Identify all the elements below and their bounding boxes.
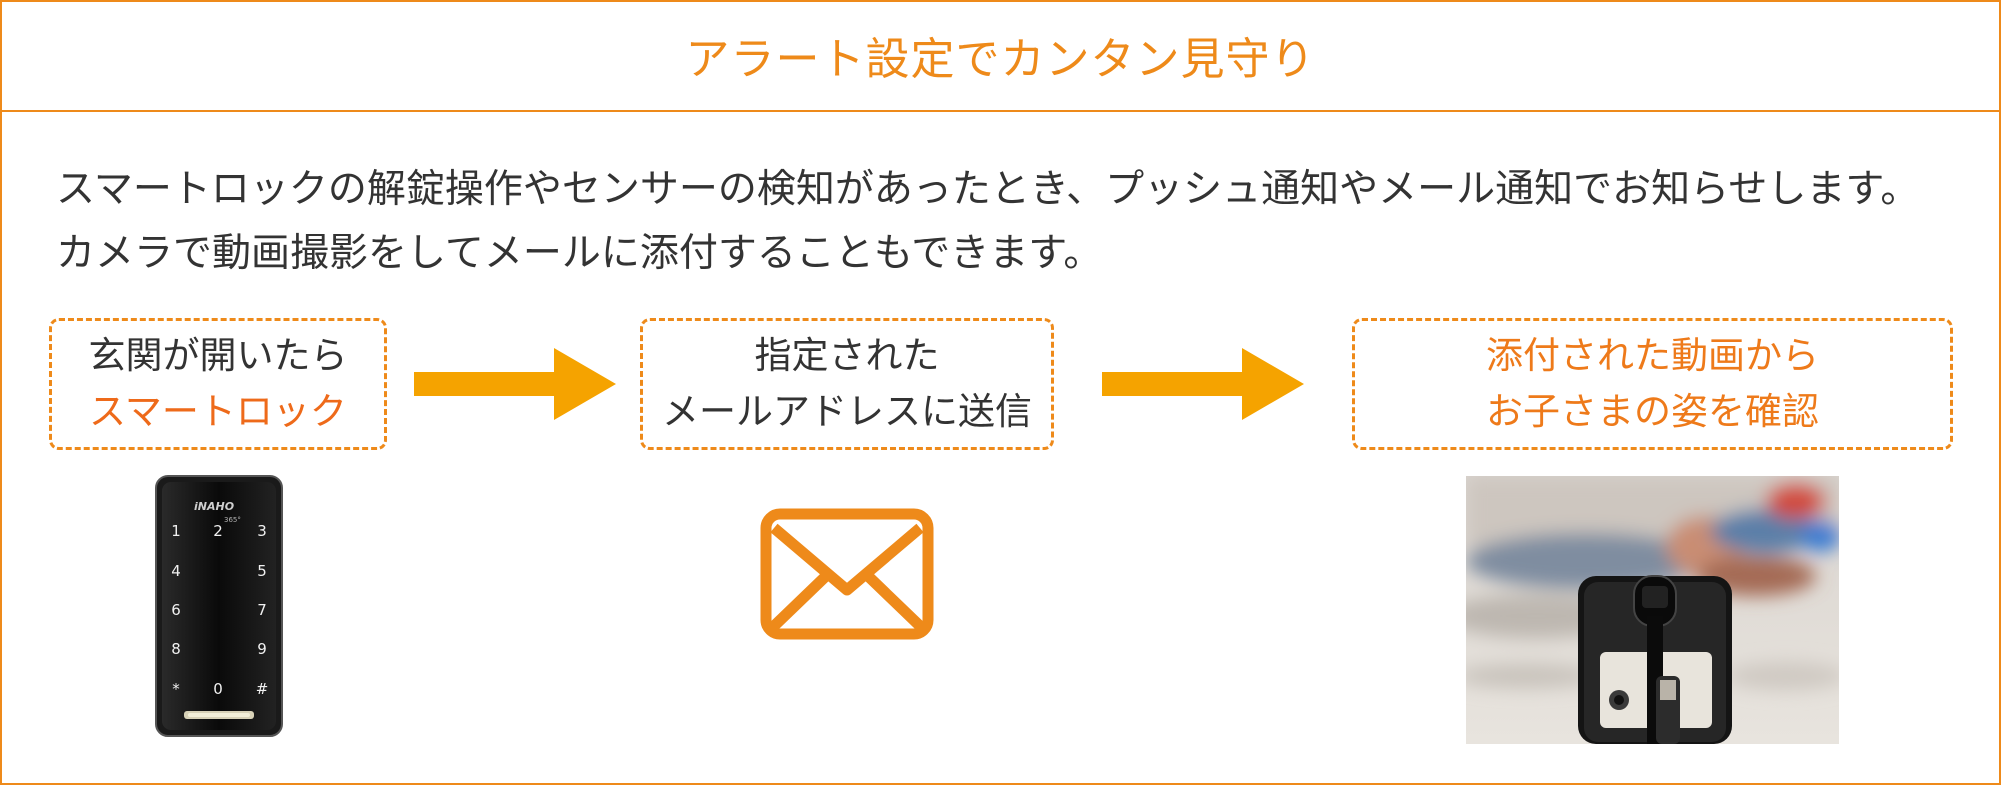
intro-text: スマートロックの解錠操作やセンサーの検知があったとき、プッシュ通知やメール通知で… — [56, 158, 1956, 286]
keypad-key: 8 — [171, 640, 181, 658]
keypad-model: 365° — [224, 516, 241, 524]
keypad-key: * — [172, 680, 180, 698]
keypad-key: # — [256, 680, 269, 698]
step-3-line-1: 添付された動画から — [1486, 334, 1819, 377]
panel-title: アラート設定でカンタン見守り — [685, 34, 1316, 85]
step-check-video: 添付された動画から お子さまの姿を確認 — [1352, 318, 1953, 450]
keypad-key: 4 — [171, 562, 181, 580]
keypad-key: 3 — [257, 522, 267, 540]
step-1-line-2: スマートロック — [89, 390, 347, 433]
envelope-icon — [760, 508, 934, 640]
keypad-key: 0 — [213, 680, 223, 698]
step-send-email: 指定された メールアドレスに送信 — [640, 318, 1054, 450]
right-arrow-icon — [1102, 348, 1304, 420]
camera-photo — [1466, 476, 1839, 744]
keypad-key: 2 — [213, 522, 223, 540]
keypad-key: 5 — [257, 562, 267, 580]
step-door-opened: 玄関が開いたら スマートロック — [49, 318, 387, 450]
step-2-line-2: メールアドレスに送信 — [662, 390, 1032, 433]
smart-lock-keypad-image: iNAHO 365° 1 2 3 4 5 6 7 8 9 * 0 # — [155, 475, 283, 737]
keypad-key: 6 — [171, 601, 181, 619]
step-2-line-1: 指定された — [754, 334, 940, 377]
right-arrow-icon — [414, 348, 616, 420]
step-3-line-2: お子さまの姿を確認 — [1486, 390, 1819, 433]
keypad-key: 7 — [257, 601, 267, 619]
keypad-key: 9 — [257, 640, 267, 658]
keypad-key: 1 — [171, 522, 181, 540]
step-1-line-1: 玄関が開いたら — [88, 334, 348, 377]
intro-line-2: カメラで動画撮影をしてメールに添付することもできます。 — [56, 231, 1103, 276]
panel-header: アラート設定でカンタン見守り — [0, 0, 2001, 112]
intro-line-1: スマートロックの解錠操作やセンサーの検知があったとき、プッシュ通知やメール通知で… — [56, 167, 1920, 212]
keypad-brand: iNAHO — [194, 500, 234, 513]
